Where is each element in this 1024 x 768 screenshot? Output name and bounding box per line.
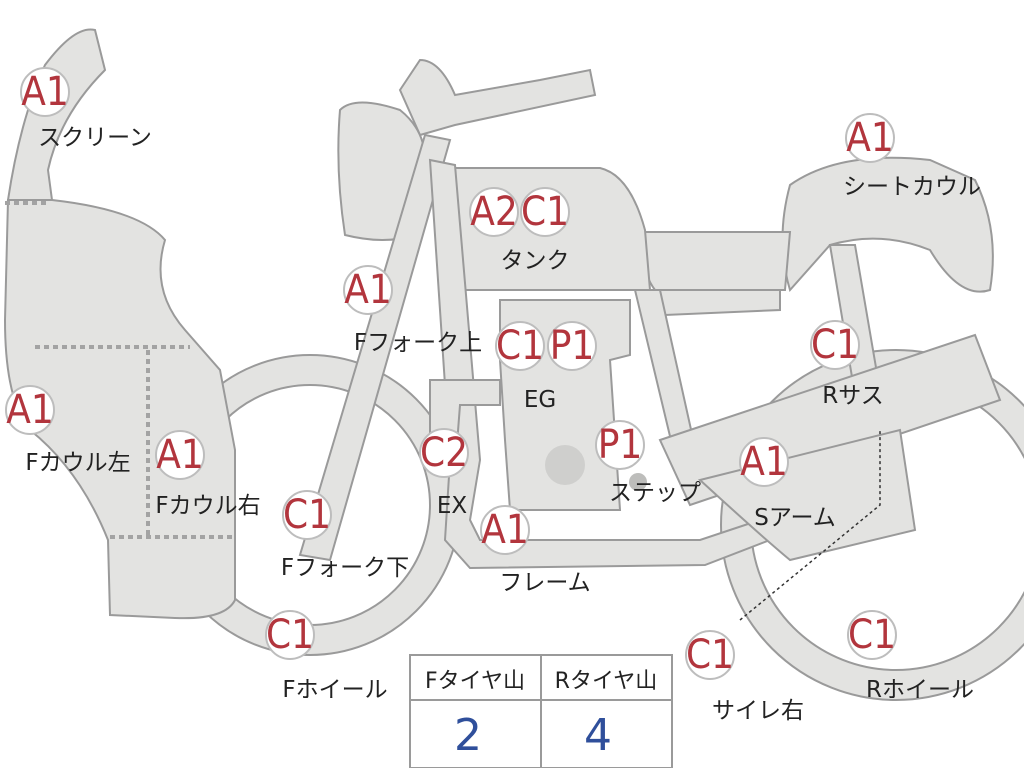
damage-code-badge [419,428,469,478]
engine-cover-shape [545,445,585,485]
front-fork-shape [298,133,452,562]
damage-code-badge [847,610,897,660]
motorcycle-illustration [3,28,1024,701]
annotation-frame: A1 フレーム [480,505,591,596]
part-label: Fホイール [282,677,387,703]
damage-code-badge [155,430,205,480]
part-label: フレーム [499,570,590,596]
tire-tread-table: Fタイヤ山 Rタイヤ山 2 4 [409,654,673,768]
damage-code-badge [5,385,55,435]
damage-code-badge [282,490,332,540]
screen-shape [6,28,107,201]
front-tire-value: 2 [454,710,482,761]
damage-code-badge [480,505,530,555]
annotation-muffler-right: C1 サイレ右 [685,630,804,724]
damage-code: A1 [846,115,894,161]
damage-code: C1 [266,612,314,658]
part-label: Rサス [822,383,884,409]
damage-code: C1 [283,492,331,538]
damage-code-badge [20,67,70,117]
annotation-step: P1 ステップ [595,420,701,506]
part-label: シートカウル [843,174,981,200]
damage-code-badge [595,420,645,470]
part-label: Fフォーク下 [281,555,409,581]
step-peg-left-shape [629,473,647,491]
damage-code: P1 [550,323,595,369]
part-label: Fカウル右 [155,493,260,519]
rear-tire-value: 4 [584,710,612,761]
damage-code-badge [685,630,735,680]
damage-code: A1 [6,387,54,433]
damage-code: A1 [740,439,788,485]
damage-code: A1 [481,507,529,553]
part-label: Fカウル左 [25,450,130,476]
damage-code: A2 [470,189,518,235]
damage-code: C2 [420,430,468,476]
handlebar-shape [398,58,597,137]
front-tire-header: Fタイヤ山 [425,669,525,694]
damage-code-badge [520,187,570,237]
damage-code: C1 [521,189,569,235]
rear-wheel-outer-edge [720,349,1024,701]
damage-code: C1 [496,323,544,369]
seat-shape [638,231,792,291]
part-label: Rホイール [866,677,974,703]
damage-code: C1 [686,632,734,678]
damage-code: A1 [156,432,204,478]
annotation-screen: A1 スクリーン [20,67,152,151]
part-label: タンク [501,248,570,274]
part-label: ステップ [609,480,701,506]
muffler-leader-line [739,430,881,621]
part-label: Sアーム [754,505,836,531]
damage-code-badge [469,187,519,237]
muffler-shape [697,428,917,562]
damage-code-badge [343,265,393,315]
part-label: EX [437,493,468,519]
damage-code-badge [739,437,789,487]
damage-code-badge [845,113,895,163]
damage-code-badge [810,320,860,370]
damage-code-badge [547,321,597,371]
part-label: スクリーン [38,125,152,151]
damage-code-badge [495,321,545,371]
damage-code-badge [265,610,315,660]
part-label: EG [524,387,556,413]
damage-code: C1 [848,612,896,658]
damage-code: A1 [21,69,69,115]
damage-code: C1 [811,322,859,368]
part-label: サイレ右 [712,698,804,724]
seat-lower-shape [653,289,781,317]
seat-cowl-shape [781,156,994,293]
annotation-seat-cowl: A1 シートカウル [843,113,981,200]
damage-code: A1 [344,267,392,313]
rear-tire-header: Rタイヤ山 [555,669,658,694]
damage-code: P1 [598,422,643,468]
part-label: Fフォーク上 [354,330,482,356]
